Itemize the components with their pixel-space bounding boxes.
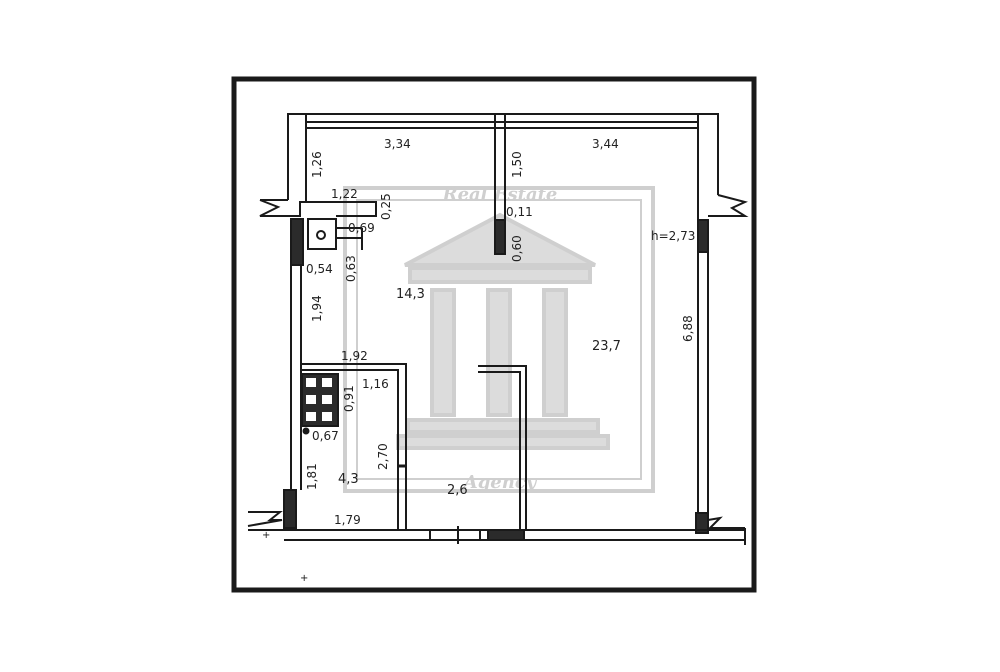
watermark-top-text: Real Estate [442, 184, 558, 205]
dim-partition-gap: 0,11 [506, 205, 533, 219]
area-room: 23,7 [592, 339, 621, 354]
dim-partition-len: 0,60 [510, 235, 524, 262]
dim-hall-depth: 1,94 [310, 295, 324, 322]
dim-left-upper-depth: 1,26 [310, 151, 324, 178]
outer-frame [231, 76, 757, 593]
dim-shaft-depth: 0,63 [344, 255, 358, 282]
dim-kitchen-bottom-width: 1,79 [334, 513, 361, 527]
walls [247, 113, 749, 545]
dim-stove-depth: 0,91 [342, 385, 356, 412]
dim-niche-depth: 0,25 [379, 193, 393, 220]
dim-kitchen-width: 1,92 [341, 349, 368, 363]
watermark-bottom-text: Agency [462, 472, 538, 493]
dim-sink-width: 0,67 [312, 429, 339, 443]
dim-hall-width: 1,22 [331, 187, 358, 201]
dim-kitchen-inner: 1,16 [362, 377, 389, 391]
plus-mark: + [262, 530, 270, 541]
plus-mark-bottom: + [300, 573, 308, 584]
dim-height: h=2,73 [651, 229, 695, 243]
dim-top-left-width: 3,34 [384, 137, 411, 151]
area-loggia: 2,6 [447, 483, 468, 498]
dim-mid-partition-depth: 1,50 [510, 151, 524, 178]
dim-shaft-left: 0,54 [306, 262, 333, 276]
area-kitchen: 4,3 [338, 472, 359, 487]
dim-kitchen-left-depth: 1,81 [305, 463, 319, 490]
dim-top-right-width: 3,44 [592, 137, 619, 151]
area-hall: 14,3 [396, 287, 425, 302]
dim-right-depth: 6,88 [681, 315, 695, 342]
dim-kitchen-depth: 2,70 [376, 443, 390, 470]
dim-shaft-width: 0,69 [348, 221, 375, 235]
